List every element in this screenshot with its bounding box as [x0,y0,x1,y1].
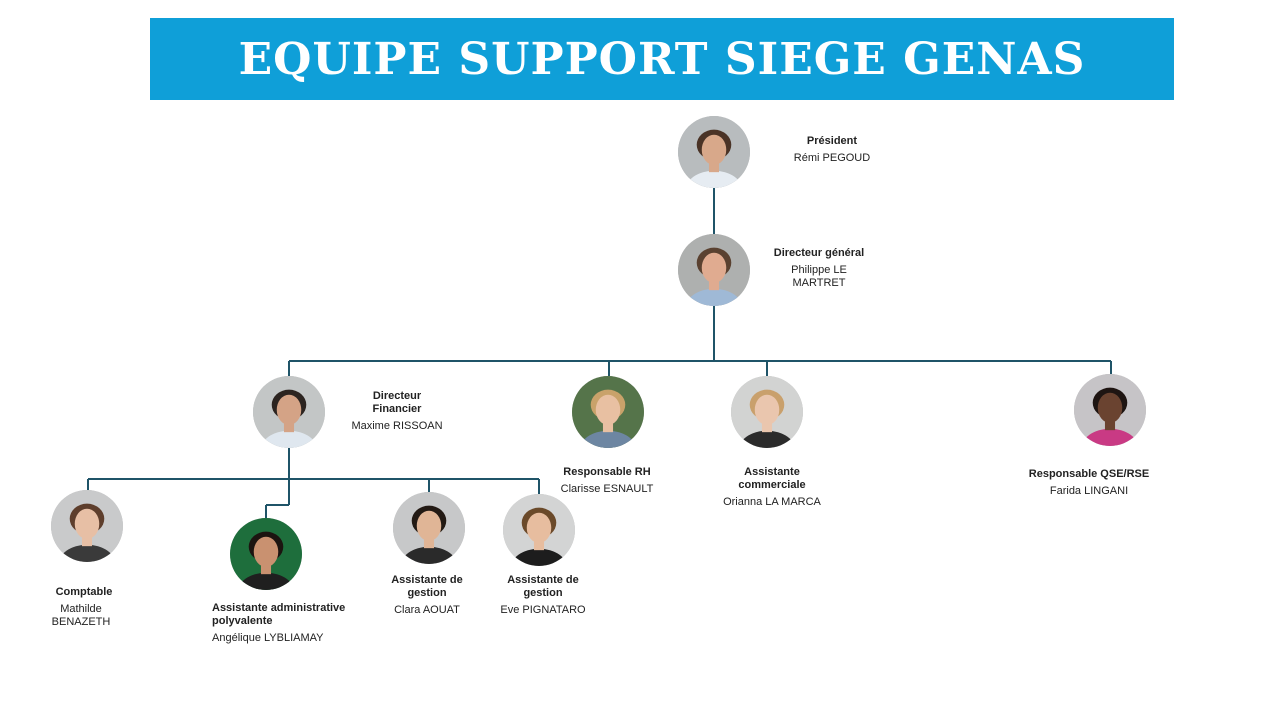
avatar-assistante-commerciale [731,376,803,448]
avatar-responsable-rh [572,376,644,448]
avatar-assistante-administrative [230,518,302,590]
name-comptable: Mathilde BENAZETH [51,603,111,628]
portrait-illustration [253,376,325,448]
role-assistante-administrative: Assistante administrative polyvalente [212,602,346,627]
name-assistante-administrative: Angélique LYBLIAMAY [212,632,324,644]
role-directeur-general: Directeur général [773,247,865,259]
avatar-responsable-qse [1074,374,1146,446]
portrait-illustration [503,494,575,566]
avatar-assistante-gestion-1 [393,492,465,564]
label-assistante-administrative: Assistante administrative polyvalente An… [212,602,362,645]
portrait-illustration [731,376,803,448]
name-president: Rémi PEGOUD [793,152,871,164]
avatar-directeur-general [678,234,750,306]
avatar-directeur-financier [253,376,325,448]
label-directeur-financier: Directeur Financier Maxime RISSOAN [347,390,447,433]
portrait-illustration [678,234,750,306]
name-assistante-gestion-2: Eve PIGNATARO [500,604,586,616]
role-president: Président [806,135,858,147]
role-assistante-commerciale: Assistante commerciale [738,466,806,491]
avatar-comptable [51,490,123,562]
label-assistante-gestion-1: Assistante de gestion Clara AOUAT [382,574,472,617]
portrait-illustration [572,376,644,448]
name-directeur-general: Philippe LE MARTRET [791,264,847,289]
portrait-illustration [230,518,302,590]
name-assistante-gestion-1: Clara AOUAT [394,604,460,616]
label-responsable-rh: Responsable RH Clarisse ESNAULT [552,466,662,496]
role-assistante-gestion-1: Assistante de gestion [391,574,463,599]
role-responsable-rh: Responsable RH [563,466,651,478]
role-assistante-gestion-2: Assistante de gestion [507,574,579,599]
title-banner: EQUIPE SUPPORT SIEGE GENAS [150,18,1174,100]
page-title: EQUIPE SUPPORT SIEGE GENAS [238,33,1086,85]
portrait-illustration [51,490,123,562]
label-responsable-qse: Responsable QSE/RSE Farida LINGANI [1024,468,1154,498]
label-directeur-general: Directeur général Philippe LE MARTRET [764,247,874,290]
name-assistante-commerciale: Orianna LA MARCA [723,496,821,508]
avatar-assistante-gestion-2 [503,494,575,566]
name-responsable-qse: Farida LINGANI [1049,485,1129,497]
role-responsable-qse: Responsable QSE/RSE [1028,468,1150,480]
portrait-illustration [1074,374,1146,446]
role-comptable: Comptable [55,586,113,598]
label-assistante-commerciale: Assistante commerciale Orianna LA MARCA [717,466,827,509]
avatar-president [678,116,750,188]
portrait-illustration [393,492,465,564]
label-assistante-gestion-2: Assistante de gestion Eve PIGNATARO [494,574,592,617]
name-responsable-rh: Clarisse ESNAULT [560,483,654,495]
role-directeur-financier: Directeur Financier [372,390,422,415]
label-comptable: Comptable Mathilde BENAZETH [39,586,129,629]
label-president: Président Rémi PEGOUD [772,135,892,165]
portrait-illustration [678,116,750,188]
name-directeur-financier: Maxime RISSOAN [351,420,443,432]
